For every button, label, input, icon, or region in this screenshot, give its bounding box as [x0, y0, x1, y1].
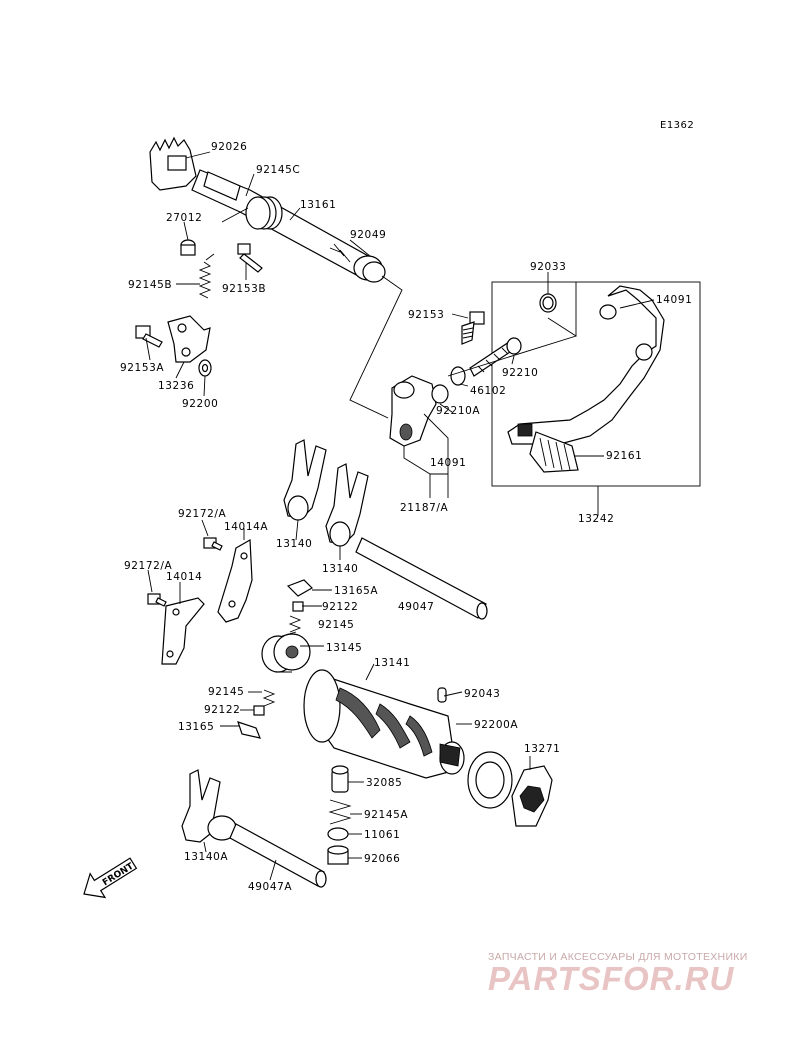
label-32085: 32085: [366, 777, 402, 789]
label-92153b: 92153B: [222, 283, 266, 295]
label-14014: 14014: [166, 571, 202, 583]
shift-fork-13140-a-part: [283, 439, 327, 521]
tie-rod-46102-part: [450, 337, 522, 386]
washer-92200-part: [198, 359, 212, 377]
label-92026: 92026: [211, 141, 247, 153]
label-14091-mid: 14091: [430, 457, 466, 469]
label-92145-2: 92145: [208, 686, 244, 698]
label-92145a: 92145A: [364, 809, 408, 821]
label-92033: 92033: [530, 261, 566, 273]
label-92161: 92161: [606, 450, 642, 462]
label-92145b: 92145B: [128, 279, 172, 291]
shift-pedal-assembly-part: [491, 281, 701, 487]
label-92153a: 92153A: [120, 362, 164, 374]
label-11061: 11061: [364, 829, 400, 841]
label-92145-1: 92145: [318, 619, 354, 631]
label-13165: 13165: [178, 721, 214, 733]
label-13141: 13141: [374, 657, 410, 669]
shift-fork-13140a-part: [181, 769, 237, 843]
screw-92172a-1-part: [203, 537, 223, 551]
spring-92145-b-part: [262, 689, 276, 707]
label-92210a: 92210A: [436, 405, 480, 417]
shift-shaft-part: [149, 136, 386, 283]
label-92153: 92153: [408, 309, 444, 321]
bolt-92153b-part: [237, 243, 263, 273]
label-92122-2: 92122: [204, 704, 240, 716]
label-92049: 92049: [350, 229, 386, 241]
bolt-92153-part: [461, 311, 485, 345]
spring-92145b-part: [198, 253, 215, 299]
label-49047a: 49047A: [248, 881, 292, 893]
diagram-code: E1362: [660, 120, 695, 131]
star-13271-part: [511, 765, 553, 827]
fork-shaft-49047-part: [355, 537, 488, 620]
label-14091-top: 14091: [656, 294, 692, 306]
label-92043: 92043: [464, 688, 500, 700]
pin-92122-a-part: [292, 601, 304, 612]
label-13242: 13242: [578, 513, 614, 525]
label-13140-1: 13140: [276, 538, 312, 550]
watermark-tagline: ЗАПЧАСТИ И АКСЕССУАРЫ ДЛЯ МОТОТЕХНИКИ: [488, 951, 748, 963]
plate-13236-part: [167, 315, 211, 363]
label-92172a-2: 92172/A: [124, 560, 173, 572]
label-13165a: 13165A: [334, 585, 378, 597]
plate-14014-part: [161, 597, 205, 665]
pin-32085-part: [331, 765, 349, 793]
label-92066: 92066: [364, 853, 400, 865]
detent-13165-part: [237, 721, 261, 739]
label-92210: 92210: [502, 367, 538, 379]
label-13271: 13271: [524, 743, 560, 755]
gasket-11061-part: [327, 827, 349, 841]
shift-drum-13141-part: [303, 669, 465, 779]
label-13145: 13145: [326, 642, 362, 654]
drum-cam-13145-part: [261, 631, 311, 673]
front-arrow-icon: FRONT: [83, 857, 138, 899]
label-92172a-1: 92172/A: [178, 508, 227, 520]
shift-lever-14091-part: [389, 375, 449, 447]
watermark-brand: PARTSFOR.RU: [488, 960, 735, 997]
plug-92066-part: [327, 845, 349, 865]
label-92145c: 92145C: [256, 164, 300, 176]
label-49047: 49047: [398, 601, 434, 613]
label-92122-1: 92122: [322, 601, 358, 613]
pin-92122-b-part: [253, 705, 265, 716]
label-13140a: 13140A: [184, 851, 228, 863]
detent-13165a-part: [286, 579, 313, 597]
label-21187a: 21187/A: [400, 502, 449, 514]
label-13161: 13161: [300, 199, 336, 211]
fork-shaft-49047a-part: [229, 823, 327, 888]
label-13140-2: 13140: [322, 563, 358, 575]
plate-14014a-part: [217, 538, 253, 623]
label-27012: 27012: [166, 212, 202, 224]
bolt-92153a-part: [135, 325, 163, 348]
screw-92172a-2-part: [147, 593, 167, 607]
label-13236: 13236: [158, 380, 194, 392]
label-92200a: 92200A: [474, 719, 518, 731]
shift-fork-13140-b-part: [325, 463, 369, 547]
spring-92145a-part: [328, 799, 352, 825]
leader-lines: [145, 151, 655, 881]
label-92200: 92200: [182, 398, 218, 410]
label-14014a: 14014A: [224, 521, 268, 533]
label-46102: 46102: [470, 385, 506, 397]
pin-27012-part: [180, 239, 196, 256]
washer-92200a-part: [467, 751, 513, 809]
pin-92043-part: [437, 687, 447, 703]
spring-92145-a-part: [288, 615, 302, 633]
